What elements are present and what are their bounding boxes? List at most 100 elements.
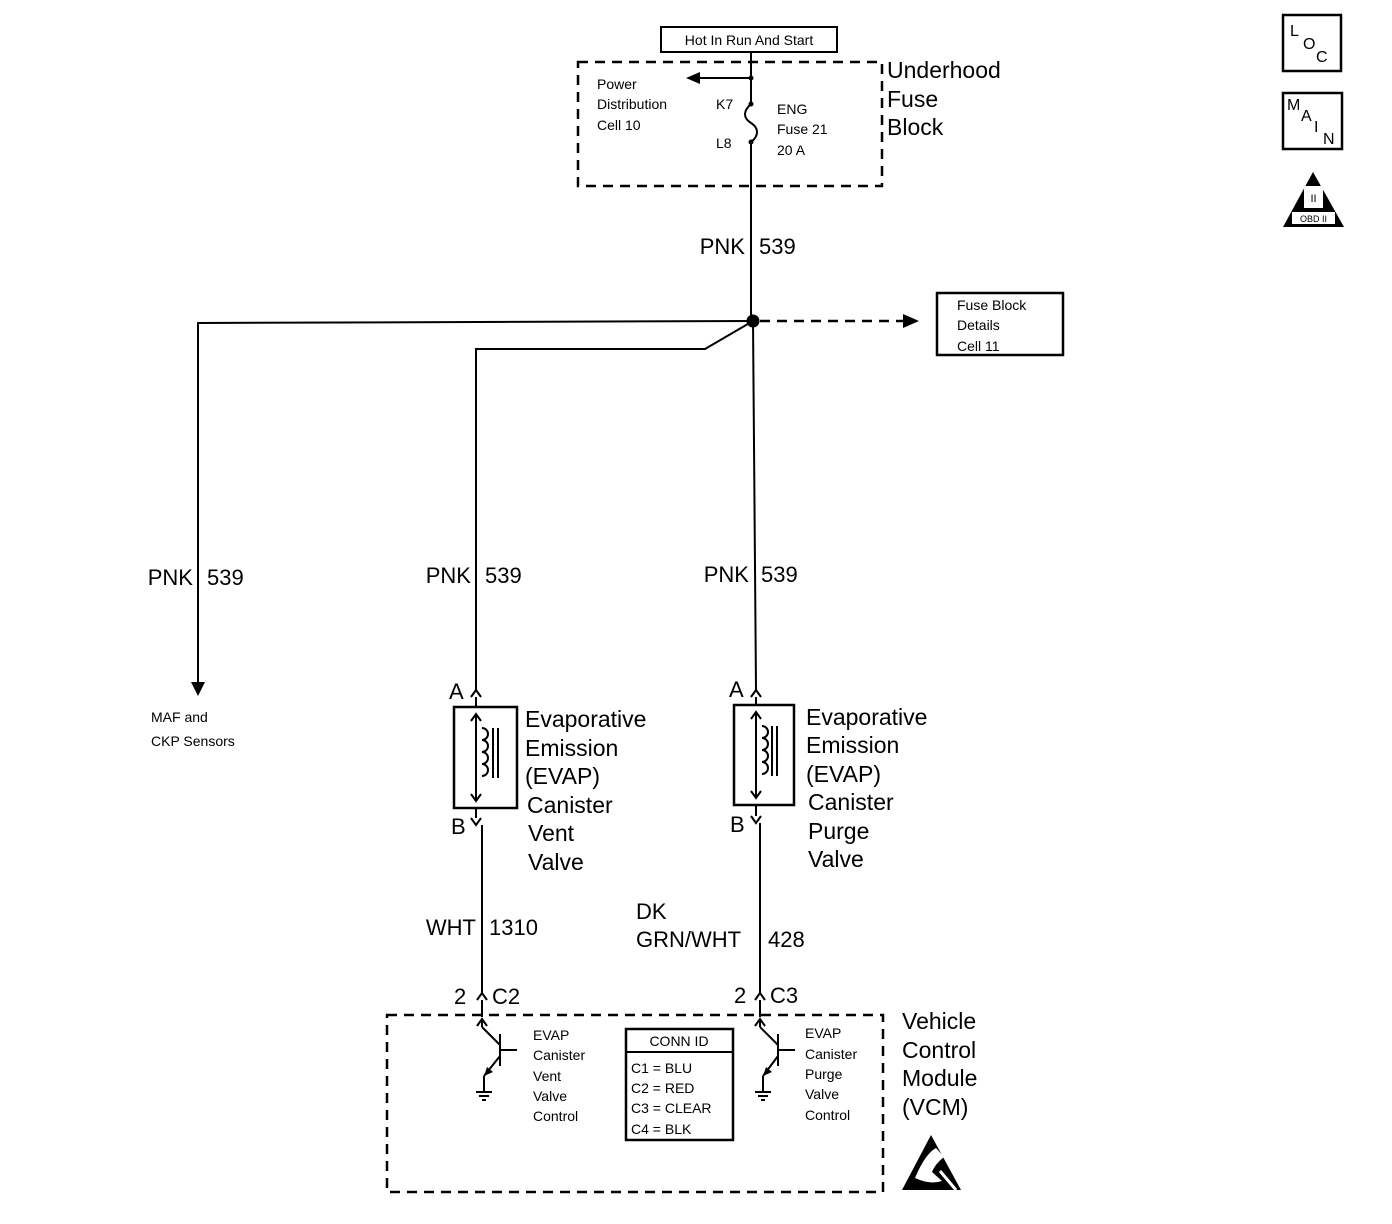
purge-feed-wire-color: PNK [704,562,750,587]
purge-valve: A B Evaporative Emission (EVAP) Canister… [729,677,927,872]
vent-pin-a-connector-icon [470,688,482,698]
purge-driver-line-3: Purge [805,1066,843,1082]
underhood-fuse-block-box [576,60,884,188]
maf-target-line-2: CKP Sensors [151,733,235,749]
fuse-block-name-1: Underhood [887,57,1001,83]
maf-arrow-icon [191,682,205,696]
svg-text:O: O [1303,36,1315,53]
source-label: Hot In Run And Start [660,26,838,53]
vcm-vent-conn: C2 [492,984,520,1009]
svg-text:C: C [1316,49,1328,66]
vent-driver-line-4: Valve [533,1088,567,1104]
vcm-name-4: (VCM) [902,1094,968,1120]
svg-text:A: A [1301,108,1312,125]
purge-valve-name-3: (EVAP) [806,761,881,787]
terminal-k7: K7 [716,96,733,112]
vent-valve-name-3: (EVAP) [525,763,600,789]
fuse-details-line-1: Fuse Block [957,297,1027,313]
maf-wire-color: PNK [148,565,194,590]
conn-id-table: CONN ID C1 = BLU C2 = RED C3 = CLEAR C4 … [624,1027,735,1142]
vcm-c2-connector-icon [476,991,488,1001]
purge-driver-line-1: EVAP [805,1025,841,1041]
power-dist-line-1: Power [597,76,637,92]
fuse-line-1: ENG [777,101,807,117]
vent-feed-wire-circuit: 539 [485,563,522,588]
vent-feed-wire-color: PNK [426,563,472,588]
vent-valve: A B Evaporative Emission (EVAP) Canister… [449,679,646,875]
power-dist-arrow-icon [686,72,700,84]
purge-ctrl-wire-color-1: DK [636,899,667,924]
vent-pin-a: A [449,679,464,704]
vcm-purge-pin: 2 [734,983,746,1008]
vent-driver-line-5: Control [533,1108,578,1124]
main-icon: M A I N [1281,91,1344,151]
svg-text:N: N [1323,131,1335,148]
vent-pin-b: B [451,814,466,839]
vent-valve-name-1: Evaporative [525,706,646,732]
vcm-vent-pin: 2 [454,984,466,1009]
vent-valve-name-4: Canister [527,792,613,818]
purge-valve-name-4: Canister [808,789,894,815]
svg-text:OBD II: OBD II [1300,214,1327,224]
main-wire-color: PNK [700,234,746,259]
fuse-block-name-2: Fuse [887,86,938,112]
vent-valve-name-5: Vent [528,820,575,846]
vcm-box [385,1013,885,1194]
vcm-name-2: Control [902,1037,976,1063]
esd-warning-icon [902,1135,961,1191]
purge-feed-wire [752,320,757,691]
fuse-details-line-3: Cell 11 [957,338,1000,354]
vcm-name-1: Vehicle [902,1008,976,1034]
vcm-c3-connector-icon [754,991,766,1001]
conn-id-title: CONN ID [649,1033,708,1049]
svg-text:L: L [1290,23,1299,40]
vent-feed-wire [475,320,754,690]
obd-ii-icon: II OBD II [1283,172,1344,227]
purge-driver-line-4: Valve [805,1086,839,1102]
vent-pin-b-connector-icon [470,817,482,827]
maf-wire-circuit: 539 [207,565,244,590]
purge-solenoid-icon [750,710,778,800]
svg-text:II: II [1310,193,1316,205]
vent-ctrl-wire-color: WHT [426,915,476,940]
purge-pin-b-connector-icon [750,815,762,825]
fuse-line-3: 20 A [777,142,806,158]
maf-target-line-1: MAF and [151,709,208,725]
fuse-block-name-3: Block [887,114,944,140]
purge-valve-box [732,703,796,807]
purge-valve-name-6: Valve [808,846,864,872]
purge-valve-name-2: Emission [806,732,899,758]
power-dist-line-3: Cell 10 [597,117,641,133]
vent-driver-line-2: Canister [533,1047,585,1063]
fuse-line-2: Fuse 21 [777,121,828,137]
purge-pin-a-connector-icon [750,688,762,698]
maf-branch-wire [197,320,754,682]
fuse-icon [744,103,758,143]
fuse-details-line-2: Details [957,317,1000,333]
vent-valve-name-2: Emission [525,735,618,761]
conn-id-row-3: C3 = CLEAR [631,1100,712,1116]
fuse-details-box [935,291,1065,357]
purge-driver-transistor-icon [754,1017,795,1101]
purge-driver-line-2: Canister [805,1046,857,1062]
svg-text:I: I [1314,119,1318,136]
conn-id-row-4: C4 = BLK [631,1121,692,1137]
conn-id-row-1: C1 = BLU [631,1060,692,1076]
purge-valve-name-1: Evaporative [806,704,927,730]
vent-driver-line-1: EVAP [533,1027,569,1043]
source-label-text: Hot In Run And Start [685,32,814,48]
purge-valve-name-5: Purge [808,818,869,844]
conn-id-row-2: C2 = RED [631,1080,694,1096]
vent-driver-line-3: Vent [533,1068,561,1084]
purge-ctrl-wire-color-2: GRN/WHT [636,927,741,952]
purge-pin-a: A [729,677,744,702]
purge-pin-b: B [730,812,745,837]
vent-ctrl-wire-circuit: 1310 [489,915,538,940]
vent-driver-transistor-icon [476,1017,517,1101]
power-dist-line-2: Distribution [597,96,667,112]
main-wire-circuit: 539 [759,234,796,259]
vent-valve-name-6: Valve [528,849,584,875]
purge-ctrl-wire-circuit: 428 [768,927,805,952]
svg-text:M: M [1287,97,1300,114]
